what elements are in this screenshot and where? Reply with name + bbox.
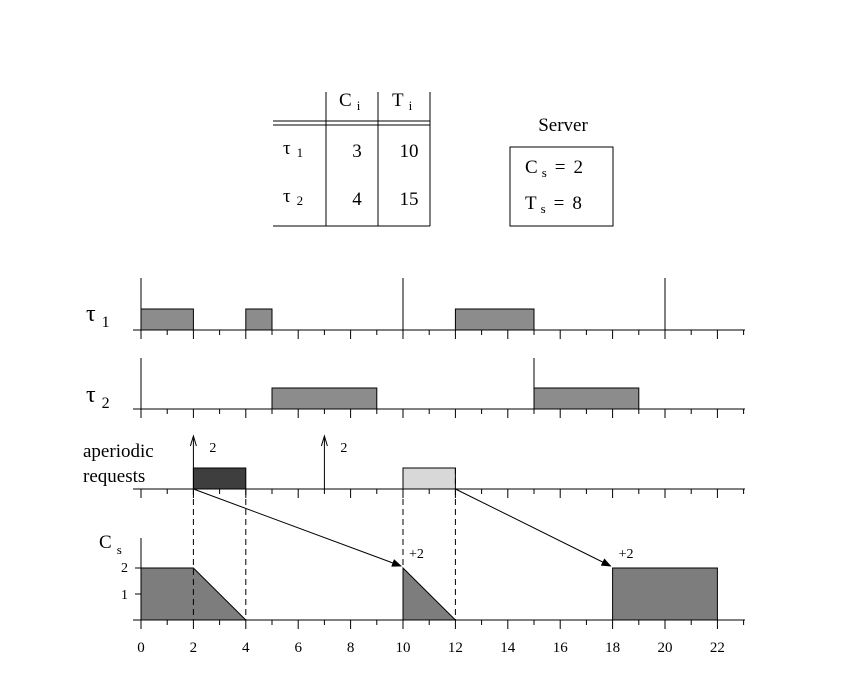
table-row-2-t: 15 (400, 189, 419, 210)
x-tick-label-4: 4 (242, 640, 250, 656)
x-tick-label-14: 14 (500, 640, 516, 656)
replenishment-label-1: +2 (409, 547, 424, 562)
tau1-exec-block-1 (140, 308, 194, 331)
replenishment-arrow-2 (455, 488, 612, 567)
x-tick-label-6: 6 (294, 640, 302, 656)
cs-y-tick-label-2: 2 (121, 561, 128, 576)
tau1-exec-block-3 (454, 308, 535, 331)
server-frame (509, 146, 614, 227)
tau2-exec-block-2 (533, 387, 640, 410)
x-tick-label-20: 20 (658, 640, 673, 656)
x-tick-label-10: 10 (396, 640, 411, 656)
server-title: Server (538, 115, 588, 136)
aperiodic-label-line1: aperiodic (83, 441, 154, 462)
aperiodic-request-label-2: 2 (340, 441, 347, 456)
replenishment-arrow-1 (193, 488, 402, 567)
replenishment-label-2: +2 (619, 547, 634, 562)
table-row-2-c: 4 (352, 189, 362, 210)
aperiodic-label-line2: requests (83, 466, 145, 487)
tau2-exec-block-1 (271, 387, 378, 410)
capacity-region-2 (402, 566, 457, 621)
x-tick-label-0: 0 (137, 640, 145, 656)
aperiodic-request-arrowhead-2 (320, 434, 328, 447)
capacity-region-3 (612, 567, 718, 621)
x-tick-label-22: 22 (710, 640, 725, 656)
overlay-layer: 2 2 +2 +2 (189, 434, 634, 620)
x-tick-label-18: 18 (605, 640, 620, 656)
x-tick-label-2: 2 (190, 640, 198, 656)
aperiodic-request-label-1: 2 (209, 441, 216, 456)
table-row-1-c: 3 (352, 141, 362, 162)
x-tick-label-16: 16 (553, 640, 569, 656)
x-tick-label-12: 12 (448, 640, 463, 656)
aperiodic-request-arrowhead-1 (189, 434, 197, 447)
cs-y-tick-label-1: 1 (121, 588, 128, 603)
aperiodic-service-block-2 (402, 467, 456, 490)
tau1-exec-block-2 (245, 308, 273, 331)
fills-layer (140, 308, 718, 621)
x-tick-label-8: 8 (347, 640, 355, 656)
table-row-1-t: 10 (400, 141, 419, 162)
aperiodic-service-block-1 (192, 467, 247, 490)
